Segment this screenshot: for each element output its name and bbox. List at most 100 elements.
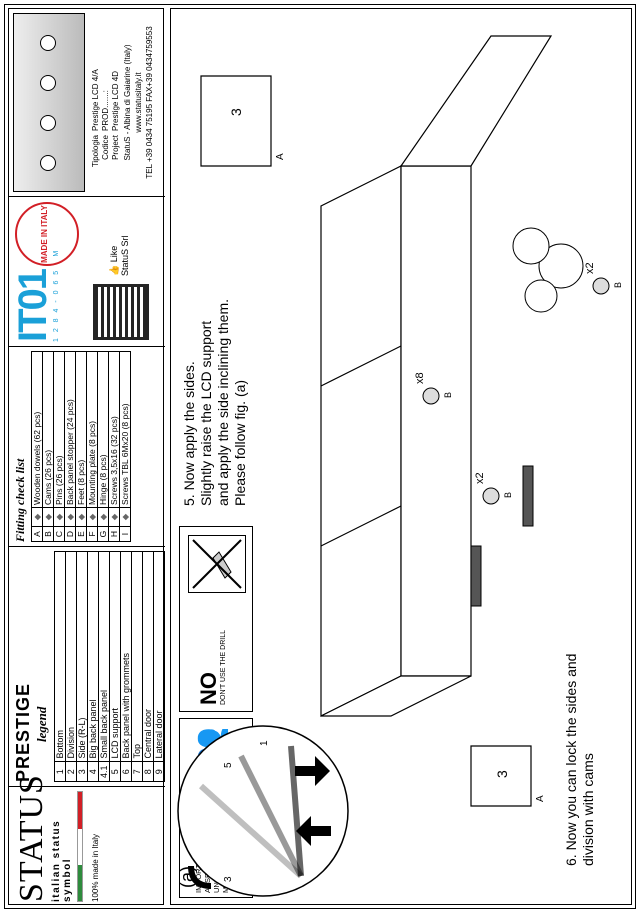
fitting-letter: I <box>119 526 131 542</box>
part-name: Bottom <box>54 551 66 762</box>
fitting-row: A◆Wooden dowels (62 pcs) <box>31 351 43 542</box>
main-panel: IMPORTANT ASSEMBLING THIS UNIT NEEDS MIN… <box>170 8 632 905</box>
cam-letter-b-middle: B <box>443 392 453 398</box>
detail-label-3: 3 <box>223 876 234 882</box>
meta-value: Prestige LCD 4/A <box>91 69 100 131</box>
fitting-icon: ◆ <box>53 507 65 527</box>
brand-logo: STATUS <box>13 774 50 902</box>
sidebar: STATUS italian status symbol 100% made i… <box>8 8 165 906</box>
made-in-italy-stamp: MADE IN ITALY <box>15 202 79 266</box>
part-number: 7 <box>131 761 143 782</box>
part-name: Back panel with grommets <box>120 551 132 762</box>
cam-callout-left: x2 B <box>474 465 534 527</box>
fitting-row: I◆Screws TBL 6Mx20 (8 pcs) <box>119 351 131 542</box>
thumbs-up-icon: 👍 <box>109 264 119 276</box>
cam-qty-x2-right: x2 <box>584 262 596 274</box>
cam-callout-right: x2 B <box>584 262 623 295</box>
fitting-name: Mounting plate (8 pcs) <box>86 351 98 508</box>
website: www.statusitaly.it <box>134 72 143 133</box>
fitting-letter: F <box>86 526 98 542</box>
no-drill-icon <box>188 535 246 593</box>
fitting-letter: C <box>53 526 65 542</box>
fitting-icon: ◆ <box>75 507 87 527</box>
fitting-row: F◆Mounting plate (8 pcs) <box>86 351 98 542</box>
part-number: 1 <box>54 761 66 782</box>
cam-letter-b-left: B <box>503 492 513 498</box>
side-panel-label-left: 3 <box>494 770 510 778</box>
meta-key: Tipologia <box>91 135 100 168</box>
part-name: Small back panel <box>98 551 110 762</box>
fitting-icon: ◆ <box>97 507 109 527</box>
part-name: Lateral door <box>153 551 165 762</box>
like-label: Like <box>109 245 119 263</box>
part-number: 2 <box>65 761 77 782</box>
screw-detail <box>512 227 584 313</box>
page-frame <box>4 4 636 909</box>
fitting-icon: ◆ <box>31 507 43 527</box>
dowel-label-a-right: A <box>275 153 286 160</box>
assembly-drawing: 3 5 1 (a) 3 3 A A x2 <box>177 35 623 897</box>
cam-qty-x2-left: x2 <box>474 472 486 484</box>
part-number: 3 <box>76 761 88 782</box>
part-name: Division <box>65 551 77 762</box>
fitting-name: Back panel stopper (24 pcs) <box>64 351 76 508</box>
italian-flag-icon <box>77 791 83 902</box>
product-image <box>13 13 85 192</box>
meta-value: Prestige LCD 4D <box>111 70 120 131</box>
contact-phone-fax: TEL +39 0434 75195 FAX+39 0434759553 <box>145 26 154 179</box>
fitting-letter: G <box>97 526 109 542</box>
part-number: 9 <box>153 761 165 782</box>
made-in-italy: 100% made in Italy <box>91 833 100 902</box>
fitting-row: B◆Cams (26 pcs) <box>42 351 54 542</box>
part-name: Top <box>131 551 143 762</box>
fitting-block: Fitting check list A◆Wooden dowels (62 p… <box>9 346 165 546</box>
fitting-name: Hinge (8 pcs) <box>97 351 109 508</box>
facebook-like: 👍 Like StatuS Srl <box>109 235 130 276</box>
cabinet-drawing <box>200 35 553 807</box>
fitting-letter: B <box>42 526 54 542</box>
fitting-row: G◆Hinge (8 pcs) <box>97 351 109 542</box>
fitting-icon: ◆ <box>64 507 76 527</box>
meta-value: PROD.......: <box>101 90 110 131</box>
detail-label-1: 1 <box>259 740 270 746</box>
fitting-icon: ◆ <box>108 507 120 527</box>
cam-qty-x8: x8 <box>414 372 426 384</box>
part-name: Side (R-L) <box>76 551 88 762</box>
fitting-name: Wooden dowels (62 pcs) <box>31 351 43 508</box>
main-content: IMPORTANT ASSEMBLING THIS UNIT NEEDS MIN… <box>171 9 633 906</box>
cam-letter-b-right: B <box>613 282 623 288</box>
fitting-name: Cams (26 pcs) <box>42 351 54 508</box>
address: StatuS - Albina di Gaiarine (Italy) <box>123 44 132 161</box>
side-panel-label-right: 3 <box>228 108 244 116</box>
brand-block: STATUS italian status symbol 100% made i… <box>9 774 165 906</box>
part-name: Big back panel <box>87 551 99 762</box>
fitting-name: Feet (8 pcs) <box>75 351 87 508</box>
brand-tagline: italian status symbol <box>51 819 73 902</box>
fitting-name: Screws 3,5x16 (32 pcs) <box>108 351 120 508</box>
part-number: 4.1 <box>98 761 110 782</box>
fitting-row: E◆Feet (8 pcs) <box>75 351 87 542</box>
detail-figure-a: 3 5 1 <box>177 725 349 897</box>
part-name: LCD support <box>109 551 121 762</box>
part-number: 5 <box>109 761 121 782</box>
qr-code-icon <box>93 284 149 340</box>
product-name: PRESTIGE <box>13 682 33 782</box>
fitting-row: H◆Screws 3,5x16 (32 pcs) <box>108 351 120 542</box>
part-number: 8 <box>142 761 154 782</box>
dowel-label-a-left: A <box>535 795 546 802</box>
certs-block: IT01 1 2 8 4 - 0 6 5 - M MADE IN ITALY 👍… <box>9 196 165 346</box>
